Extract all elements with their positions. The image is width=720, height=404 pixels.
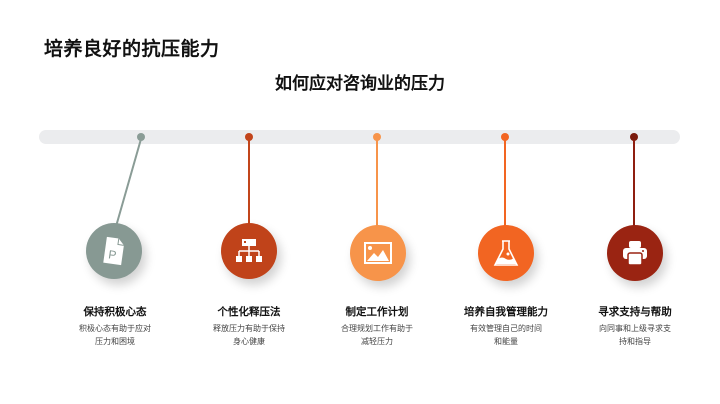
- timeline-dot-3: [373, 133, 381, 141]
- item-title-4: 培养自我管理能力: [464, 306, 548, 318]
- item-desc-1-line1: 积极心态有助于应对: [79, 324, 151, 333]
- item-desc-2-line1: 释放压力有助于保持: [213, 324, 285, 333]
- item-desc-2-line2: 身心健康: [233, 337, 265, 346]
- item-desc-3-line1: 合理规划工作有助于: [341, 324, 413, 333]
- timeline-dot-4: [501, 133, 509, 141]
- item-desc-4: 有效管理自己的时间 和能量: [456, 322, 556, 348]
- org-chart-icon: [236, 239, 262, 262]
- item-title-5: 寻求支持与帮助: [598, 306, 672, 318]
- timeline-node-1[interactable]: P: [86, 223, 142, 279]
- item-desc-5: 向同事和上级寻求支 持和指导: [585, 322, 685, 348]
- item-title-2: 个性化释压法: [217, 306, 281, 318]
- slide-subtitle: 如何应对咨询业的压力: [275, 74, 445, 94]
- timeline-dot-5: [630, 133, 638, 141]
- item-title-3: 制定工作计划: [345, 306, 409, 318]
- item-desc-2: 释放压力有助于保持 身心健康: [199, 322, 299, 348]
- timeline-bar: [39, 130, 680, 144]
- timeline-connector-2: [248, 140, 250, 226]
- timeline-connector-1: [114, 138, 142, 231]
- item-desc-1: 积极心态有助于应对 压力和困境: [65, 322, 165, 348]
- image-icon: [364, 242, 392, 264]
- timeline-connector-3: [376, 140, 378, 226]
- flask-icon: [493, 240, 519, 266]
- timeline-node-2[interactable]: [221, 223, 277, 279]
- item-desc-4-line2: 和能量: [494, 337, 518, 346]
- timeline-node-5[interactable]: [607, 225, 663, 281]
- item-title-1: 保持积极心态: [83, 306, 147, 318]
- timeline-dot-2: [245, 133, 253, 141]
- item-desc-5-line2: 持和指导: [619, 337, 651, 346]
- svg-text:P: P: [108, 247, 118, 262]
- item-desc-3: 合理规划工作有助于 减轻压力: [327, 322, 427, 348]
- item-desc-1-line2: 压力和困境: [95, 337, 135, 346]
- printer-icon: [623, 241, 647, 266]
- slide-title: 培养良好的抗压能力: [44, 38, 220, 60]
- item-desc-4-line1: 有效管理自己的时间: [470, 324, 542, 333]
- timeline-node-3[interactable]: [350, 225, 406, 281]
- timeline-connector-5: [633, 140, 635, 226]
- item-desc-3-line2: 减轻压力: [361, 337, 393, 346]
- timeline-node-4[interactable]: [478, 225, 534, 281]
- timeline-dot-1: [137, 133, 145, 141]
- document-p-icon: P: [103, 236, 124, 266]
- timeline-connector-4: [504, 140, 506, 226]
- item-desc-5-line1: 向同事和上级寻求支: [599, 324, 671, 333]
